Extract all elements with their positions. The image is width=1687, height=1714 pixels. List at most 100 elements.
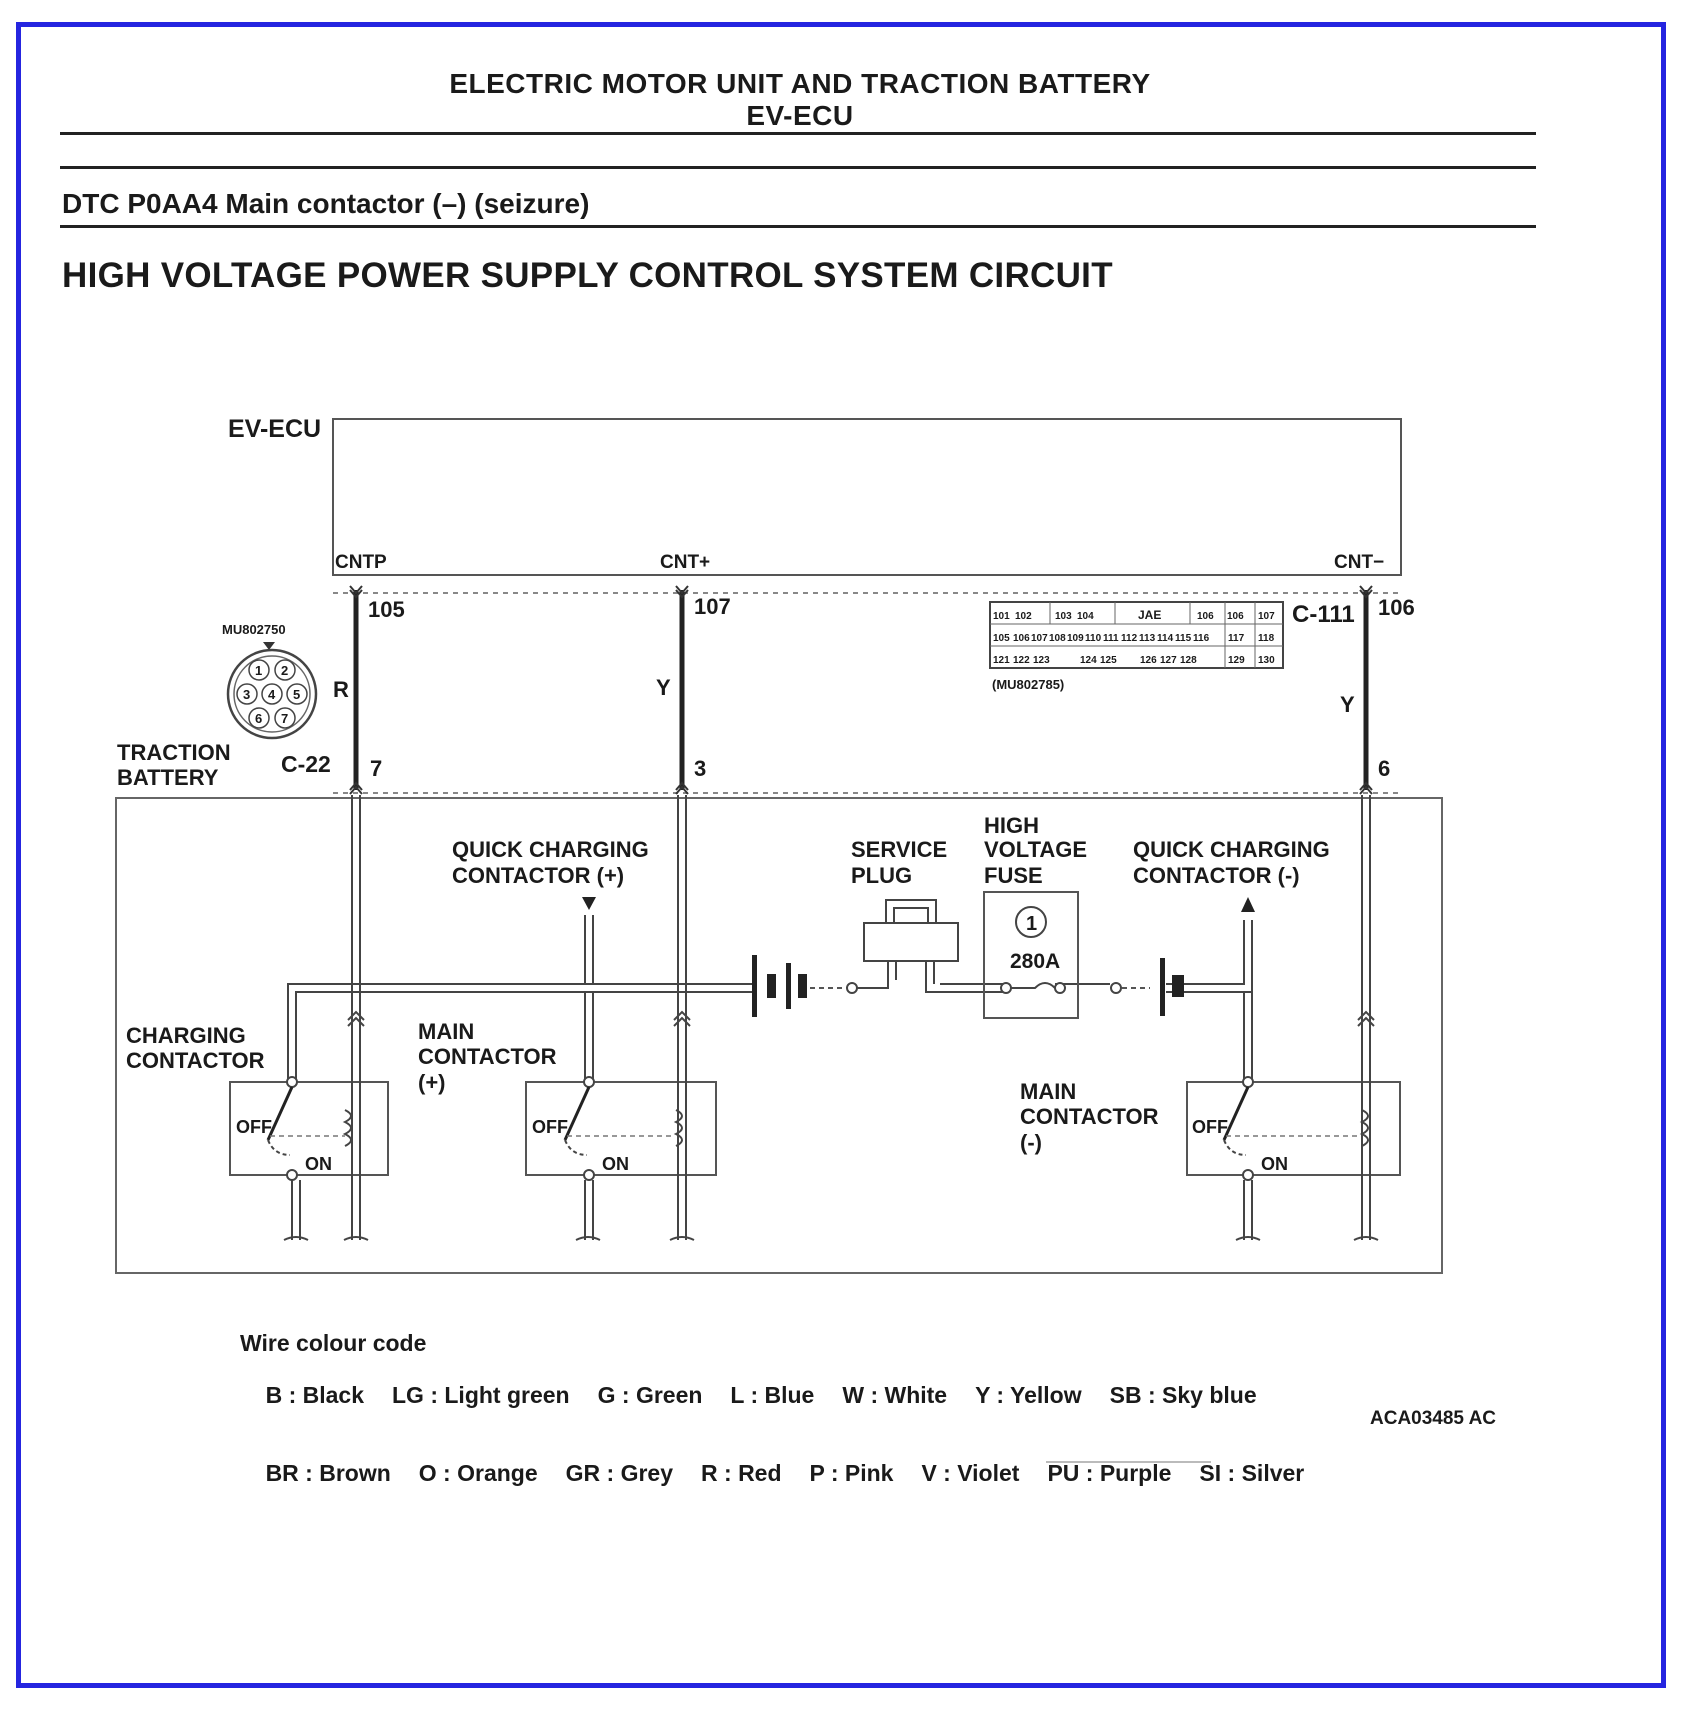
quick-plus-label-2: CONTACTOR (+) bbox=[452, 863, 624, 888]
legend-entry: Y : Yellow bbox=[975, 1382, 1082, 1408]
legend-entry: W : White bbox=[842, 1382, 948, 1408]
legend-entry: PU : Purple bbox=[1047, 1460, 1172, 1486]
svg-text:118: 118 bbox=[1258, 633, 1275, 644]
svg-text:1: 1 bbox=[255, 663, 262, 678]
svg-text:7: 7 bbox=[281, 711, 288, 726]
c111-part-number: (MU802785) bbox=[992, 677, 1064, 692]
svg-text:JAE: JAE bbox=[1138, 608, 1161, 622]
svg-text:104: 104 bbox=[1077, 611, 1094, 622]
svg-text:105: 105 bbox=[993, 633, 1010, 644]
legend-title: Wire colour code bbox=[240, 1330, 427, 1356]
svg-text:110: 110 bbox=[1085, 633, 1102, 644]
battery-label-line2: BATTERY bbox=[117, 765, 219, 790]
c22-connector-label: C-22 bbox=[281, 751, 331, 777]
svg-text:124: 124 bbox=[1080, 655, 1097, 666]
figure-id: ACA03485 AC bbox=[1370, 1408, 1497, 1429]
svg-text:ON: ON bbox=[305, 1154, 332, 1174]
fuse-label-2: VOLTAGE bbox=[984, 837, 1087, 862]
svg-text:103: 103 bbox=[1055, 611, 1072, 622]
svg-text:4: 4 bbox=[268, 687, 276, 702]
svg-text:OFF: OFF bbox=[532, 1117, 568, 1137]
pin-105: 105 bbox=[368, 597, 405, 622]
ecu-terminal-cntp: CNTP bbox=[335, 552, 387, 573]
circuit-title: HIGH VOLTAGE POWER SUPPLY CONTROL SYSTEM… bbox=[62, 256, 1113, 295]
svg-text:128: 128 bbox=[1180, 655, 1197, 666]
battery-cells-left bbox=[752, 955, 858, 1017]
svg-text:5: 5 bbox=[293, 687, 300, 702]
legend-entry: P : Pink bbox=[809, 1460, 894, 1486]
quick-plus-arrow bbox=[582, 897, 596, 910]
wire-color-cntp: R bbox=[333, 677, 349, 702]
ecu-terminal-cntminus: CNT− bbox=[1334, 552, 1384, 573]
wire-colour-legend: Wire colour code B : Black LG : Light gre… bbox=[240, 1330, 1332, 1512]
hv-bus bbox=[287, 915, 1253, 1082]
service-plug-label-1: SERVICE bbox=[851, 837, 947, 862]
legend-entry: B : Black bbox=[265, 1382, 364, 1408]
fuse-number: 1 bbox=[1026, 913, 1037, 935]
main-minus-label-3: (-) bbox=[1020, 1130, 1042, 1155]
svg-text:102: 102 bbox=[1015, 611, 1032, 622]
quick-plus-label-1: QUICK CHARGING bbox=[452, 837, 649, 862]
svg-text:122: 122 bbox=[1013, 655, 1030, 666]
pin-7: 7 bbox=[370, 756, 382, 781]
pin-6: 6 bbox=[1378, 756, 1390, 781]
legend-entry: SB : Sky blue bbox=[1109, 1382, 1257, 1408]
fuse-label-1: HIGH bbox=[984, 813, 1039, 838]
wire-color-cntminus: Y bbox=[1340, 692, 1355, 717]
svg-text:6: 6 bbox=[255, 711, 262, 726]
svg-text:115: 115 bbox=[1175, 633, 1192, 644]
legend-entry: G : Green bbox=[597, 1382, 703, 1408]
header-rule bbox=[60, 132, 1536, 135]
ecu-terminal-cntplus: CNT+ bbox=[660, 552, 710, 573]
svg-text:101: 101 bbox=[993, 611, 1010, 622]
svg-text:125: 125 bbox=[1100, 655, 1117, 666]
quick-minus-label-1: QUICK CHARGING bbox=[1133, 837, 1330, 862]
traction-battery-box bbox=[115, 797, 1443, 1274]
main-contactor-plus: OFF ON bbox=[525, 1076, 717, 1240]
fuse-rating: 280A bbox=[1010, 950, 1060, 973]
quick-minus-arrow bbox=[1241, 897, 1255, 912]
main-plus-label-1: MAIN bbox=[418, 1019, 474, 1044]
svg-text:106: 106 bbox=[1227, 611, 1244, 622]
pin-3: 3 bbox=[694, 756, 706, 781]
pin-106: 106 bbox=[1378, 595, 1415, 620]
svg-text:127: 127 bbox=[1160, 655, 1177, 666]
section-title: ELECTRIC MOTOR UNIT AND TRACTION BATTERY bbox=[449, 68, 1151, 99]
svg-text:ON: ON bbox=[1261, 1154, 1288, 1174]
svg-text:OFF: OFF bbox=[236, 1117, 272, 1137]
svg-text:116: 116 bbox=[1193, 633, 1210, 644]
c22-part-number: MU802750 bbox=[222, 622, 286, 637]
svg-text:2: 2 bbox=[281, 663, 288, 678]
svg-text:130: 130 bbox=[1258, 655, 1275, 666]
svg-text:109: 109 bbox=[1067, 633, 1084, 644]
ecu-box bbox=[332, 418, 1402, 576]
dtc-bottom-rule bbox=[60, 225, 1536, 228]
c111-connector-face: 101 102 103 104 JAE 106 106 107 105 106 … bbox=[989, 601, 1284, 669]
battery-cells-right bbox=[1110, 958, 1184, 1016]
high-voltage-fuse: 1 280A bbox=[983, 891, 1079, 1019]
c111-connector-label: C-111 bbox=[1292, 601, 1355, 628]
svg-text:ON: ON bbox=[602, 1154, 629, 1174]
svg-text:112: 112 bbox=[1121, 633, 1138, 644]
svg-text:117: 117 bbox=[1228, 633, 1245, 644]
svg-text:129: 129 bbox=[1228, 655, 1245, 666]
svg-text:114: 114 bbox=[1157, 633, 1174, 644]
svg-text:106: 106 bbox=[1013, 633, 1030, 644]
main-minus-label-1: MAIN bbox=[1020, 1079, 1076, 1104]
legend-entry: R : Red bbox=[701, 1460, 782, 1486]
main-contactor-minus: OFF ON bbox=[1186, 1076, 1401, 1240]
legend-entry: GR : Grey bbox=[565, 1460, 674, 1486]
svg-text:108: 108 bbox=[1049, 633, 1066, 644]
legend-entry: L : Blue bbox=[730, 1382, 815, 1408]
pin-107: 107 bbox=[694, 594, 731, 619]
main-plus-label-2: CONTACTOR bbox=[418, 1044, 557, 1069]
coil-drive-lines bbox=[283, 795, 1379, 1241]
svg-text:121: 121 bbox=[993, 655, 1010, 666]
service-plug bbox=[856, 899, 1006, 993]
legend-entry: LG : Light green bbox=[392, 1382, 570, 1408]
quick-minus-label-2: CONTACTOR (-) bbox=[1133, 863, 1300, 888]
svg-text:113: 113 bbox=[1139, 633, 1156, 644]
charging-contactor-label-2: CONTACTOR bbox=[126, 1048, 265, 1073]
